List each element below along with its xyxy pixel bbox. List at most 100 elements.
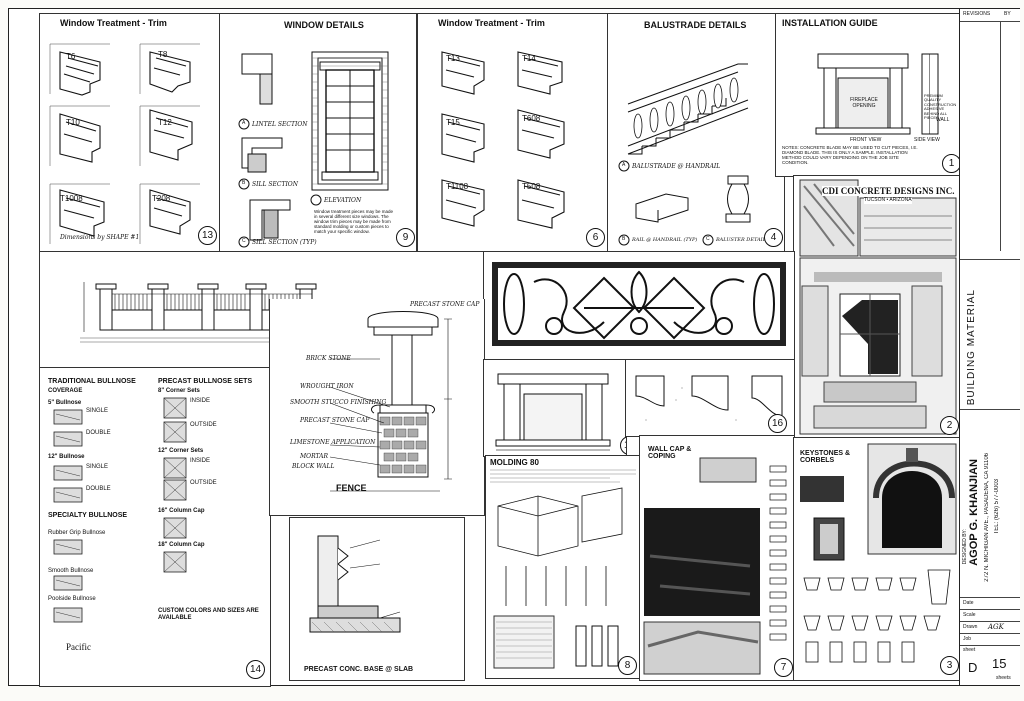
panel-number-13: 13	[198, 226, 217, 245]
panel-bullnose-catalog-14: TRADITIONAL BULLNOSE COVERAGE 5" Bullnos…	[39, 367, 271, 687]
panel-wall-cap-7: WALL CAP & COPING 7	[639, 435, 795, 681]
panel-title: Window Treatment - Trim	[60, 18, 167, 28]
traditional-bullnose-heading: TRADITIONAL BULLNOSE	[48, 378, 136, 385]
fence-column-drawing	[329, 311, 452, 492]
bullnose-single-12: SINGLE	[86, 464, 109, 470]
panel-title: WINDOW DETAILS	[284, 20, 364, 30]
specialty-item: Rubber Grip Bullnose	[48, 530, 106, 536]
panel-number-6: 6	[586, 228, 605, 247]
coverage-label: COVERAGE	[48, 388, 83, 394]
front-view-label: FRONT VIEW	[850, 137, 882, 143]
trim-label-t8: T8	[158, 50, 168, 59]
column-cap-16: 16" Column Cap	[158, 508, 205, 514]
panel-footer-note: Dimensions by SHAPE #1	[60, 234, 140, 241]
panel-number-8: 8	[618, 656, 637, 675]
divider	[960, 259, 1020, 260]
set-inside: INSIDE	[190, 398, 211, 404]
set-outside-12: OUTSIDE	[190, 480, 217, 486]
bullnose-product-images	[53, 397, 187, 623]
building-material-label: BUILDING MATERIAL	[966, 289, 977, 406]
corbel-drawings	[635, 375, 783, 421]
trim-label-t15: T15	[446, 118, 460, 127]
panel-title: WALL CAP & COPING	[648, 446, 692, 460]
detail-caption: BALUSTER DETAIL	[716, 237, 766, 243]
detail-caption: LINTEL SECTION	[252, 121, 308, 128]
designer-tel: TEL: (626) 577-0003	[994, 479, 1000, 535]
date-row: Date	[960, 597, 1020, 610]
trim-label-t1008: T1008	[60, 194, 83, 203]
panel-keystones-3: KEYSTONES & CORBELS 3	[793, 437, 961, 681]
drawing-sheet: Window Treatment - Trim T6 T8 T10 T12 T1…	[8, 8, 1020, 687]
panel-window-trim-13: Window Treatment - Trim T6 T8 T10 T12 T1…	[39, 13, 221, 253]
panel-fireplace-15: 15	[483, 359, 627, 457]
panel-window-trim-6: Window Treatment - Trim T13 T14 T15 T608…	[417, 13, 609, 253]
detail-marker: C	[242, 238, 246, 244]
install-notes: NOTES: CONCRETE BLADE MAY BE USED TO CUT…	[782, 145, 918, 165]
panel-precast-base-slab: PRECAST CONC. BASE @ SLAB	[289, 517, 465, 681]
railing-drawing	[492, 262, 786, 346]
panel-wrought-iron-railing	[483, 251, 795, 361]
trim-label-t208: T208	[152, 194, 171, 203]
designer-address: 272 N. MICHIGAN AVE., PASADENA, CA 91106	[984, 453, 990, 582]
panel-window-details-9: WINDOW DETAILS A	[219, 13, 417, 253]
panel-number-2: 2	[940, 416, 959, 435]
scale-row: Scale	[960, 609, 1020, 622]
panel-number-3: 3	[940, 656, 959, 675]
sheet-letter: D	[968, 660, 978, 675]
wrought-iron-label: WROUGHT IRON	[300, 383, 354, 390]
cdi-brand: CDI CONCRETE DESIGNS INC.	[822, 186, 955, 196]
fence-title: FENCE	[336, 483, 367, 493]
window-details-drawing	[238, 51, 389, 248]
trim-label-t12: T12	[158, 118, 172, 127]
wall-cap-photos	[643, 457, 787, 675]
trim-label-t6: T6	[66, 52, 76, 61]
panel-title: Window Treatment - Trim	[438, 18, 545, 28]
precast-sets-heading: PRECAST BULLNOSE SETS	[158, 378, 253, 385]
detail-caption: RAIL @ HANDRAIL (TYP)	[632, 237, 698, 243]
specialty-bullnose-heading: SPECIALTY BULLNOSE	[48, 512, 128, 519]
adhesive-note: PREMIUM QUALITY CONSTRUCTION ADHESIVE BE…	[924, 93, 957, 120]
drawn-row: Drawn AGK	[960, 621, 1020, 634]
trim-label-t1108: T1108	[446, 182, 469, 191]
cdi-location: TUCSON • ARIZONA	[864, 197, 912, 204]
panel-title: KEYSTONES & CORBELS	[800, 450, 851, 464]
corner-sets-8: 8" Corner Sets	[158, 388, 200, 394]
revisions-header: REVISIONS BY	[960, 9, 1020, 22]
bullnose-12in: 12" Bullnose	[48, 454, 85, 460]
precast-stone-cap-label: PRECAST STONE CAP	[410, 301, 480, 308]
window-note: Window treatment pieces may be made in s…	[314, 209, 394, 234]
molding-detail-drawing	[490, 469, 636, 669]
revision-divider	[1000, 21, 1001, 251]
limestone-label: LIMESTONE APPLICATION	[290, 439, 376, 446]
sheet-row: sheet D 15 sheets	[960, 645, 1020, 686]
detail-marker: A	[622, 162, 626, 168]
bullnose-double: DOUBLE	[86, 430, 111, 436]
panel-fence-column: PRECAST STONE CAP BRICK STONE WROUGHT IR…	[269, 299, 485, 516]
designer-name: AGOP G. KHANJIAN	[968, 459, 980, 566]
slab-title: PRECAST CONC. BASE @ SLAB	[304, 666, 414, 673]
bullnose-single: SINGLE	[86, 408, 109, 414]
trim-profiles-drawing	[441, 51, 565, 229]
detail-marker: C	[706, 236, 710, 242]
panel-number-7: 7	[774, 658, 793, 677]
trim-profiles-drawing	[49, 43, 200, 244]
mortar-label: MORTAR	[300, 453, 328, 460]
bullnose-double-12: DOUBLE	[86, 486, 111, 492]
installation-drawing	[815, 53, 939, 135]
detail-marker: A	[242, 120, 246, 126]
panel-cdi-2: CDI CONCRETE DESIGNS INC. TUCSON • ARIZO…	[793, 175, 961, 439]
panel-molding-8: MOLDING 80 8	[485, 455, 641, 679]
trim-label-t13: T13	[446, 54, 460, 63]
keystone-photos	[800, 443, 957, 663]
specialty-item: Smooth Bullnose	[48, 568, 94, 574]
block-wall-label: BLOCK WALL	[292, 463, 335, 470]
elevation-caption: ELEVATION	[324, 197, 362, 204]
precast-cap-label: PRECAST STONE CAP	[300, 417, 370, 424]
panel-number-14: 14	[246, 660, 265, 679]
divider	[960, 409, 1020, 410]
set-outside: OUTSIDE	[190, 422, 217, 428]
pacific-brand-logo: Pacific	[66, 642, 91, 652]
fireplace-drawing	[495, 373, 611, 451]
corner-sets-12: 12" Corner Sets	[158, 448, 204, 454]
specialty-item: Poolside Bullnose	[48, 596, 96, 602]
